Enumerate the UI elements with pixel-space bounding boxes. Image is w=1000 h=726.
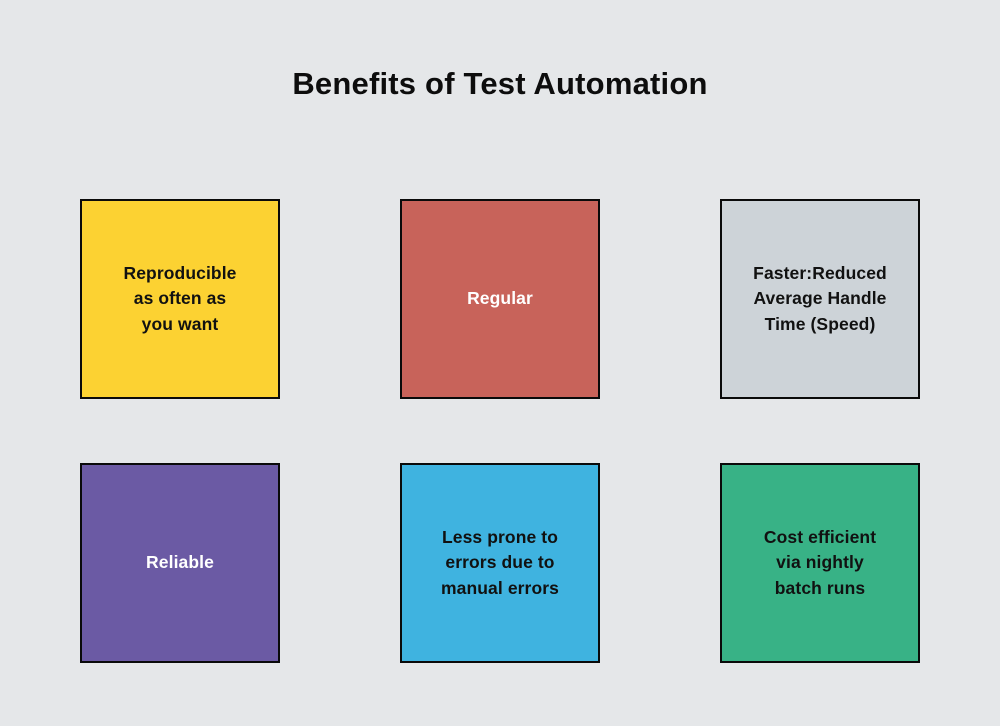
benefit-card-label: Regular [467,288,533,309]
benefits-grid: Reproducible as often as you want Regula… [80,199,920,663]
benefit-card-cost-efficient[interactable]: Cost efficient via nightly batch runs [720,463,920,663]
page-title: Benefits of Test Automation [292,66,708,101]
benefit-card-label: Cost efficient via nightly batch runs [763,526,877,598]
benefit-card-label: Reproducible as often as you want [123,262,237,334]
benefit-card-label: Reliable [146,552,214,573]
benefit-card-less-prone-to-errors[interactable]: Less prone to errors due to manual error… [400,463,600,663]
benefit-card-label: Less prone to errors due to manual error… [440,526,559,598]
benefit-card-regular[interactable]: Regular [400,199,600,399]
benefit-card-label: Faster:Reduced Average Handle Time (Spee… [753,262,887,334]
benefit-card-faster[interactable]: Faster:Reduced Average Handle Time (Spee… [720,199,920,399]
benefit-card-reliable[interactable]: Reliable [80,463,280,663]
benefit-card-reproducible[interactable]: Reproducible as often as you want [80,199,280,399]
